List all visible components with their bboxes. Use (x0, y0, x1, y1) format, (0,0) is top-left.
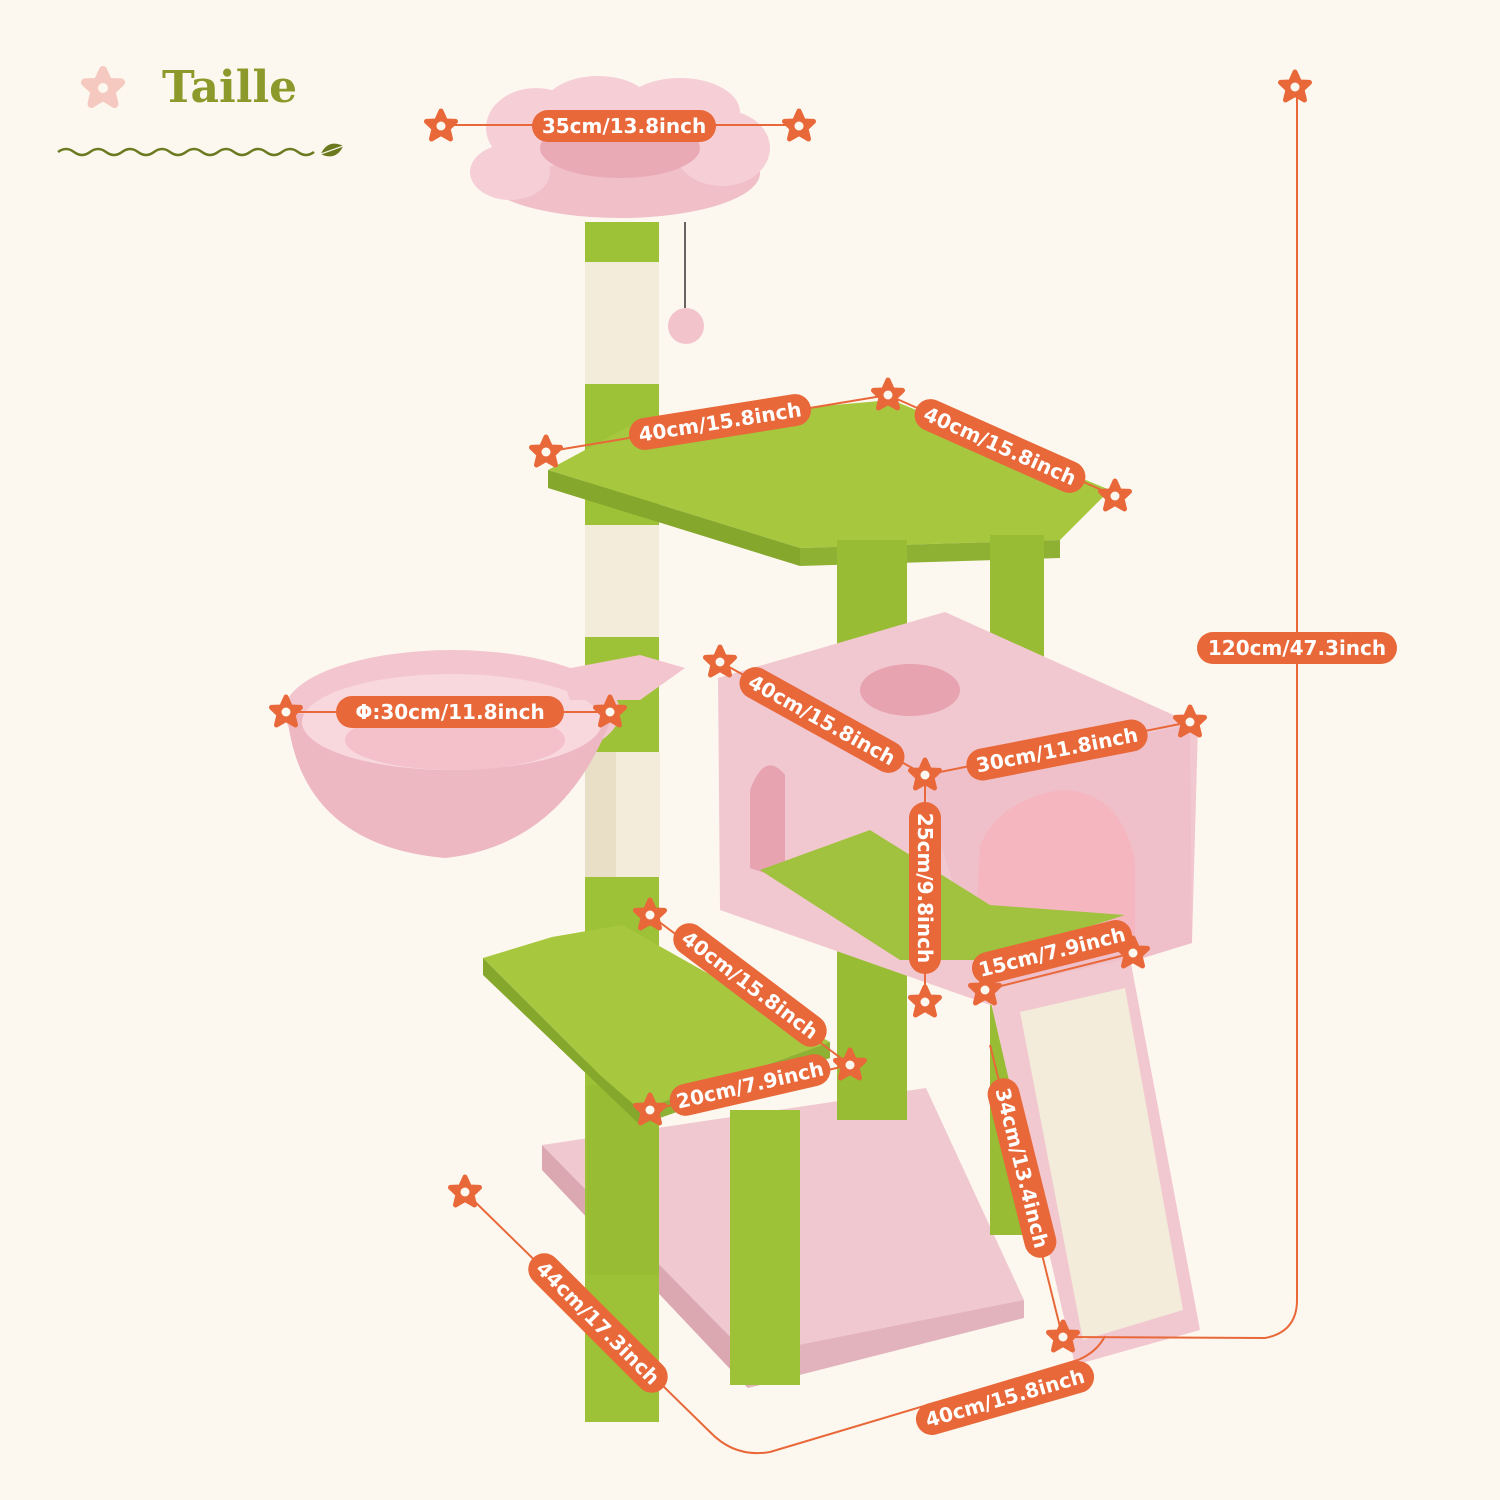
label-total-height: 120cm/47.3inch (1197, 632, 1397, 664)
orange-flower-icon (1101, 481, 1130, 509)
orange-flower-icon (532, 437, 561, 465)
label-text: Φ:30cm/11.8inch (355, 700, 544, 724)
page-title: Taille (162, 62, 298, 113)
label-text: 120cm/47.3inch (1208, 636, 1386, 660)
label-condo-height: 25cm/9.8inch (909, 802, 941, 974)
hammock (284, 650, 685, 858)
cat-tree (284, 76, 1200, 1422)
orange-flower-icon (451, 1177, 480, 1205)
cat-condo (718, 612, 1198, 1005)
orange-flower-icon (874, 380, 903, 408)
orange-flower-icon (706, 647, 735, 675)
label-top-bed-width: 35cm/13.8inch (532, 110, 716, 142)
flower-bed (470, 76, 770, 218)
label-text: 35cm/13.8inch (542, 114, 706, 138)
hanging-ball (668, 308, 704, 344)
label-text: 25cm/9.8inch (913, 813, 937, 963)
leaf-icon (320, 143, 344, 157)
pink-flower-icon (81, 66, 125, 108)
orange-flower-icon (1176, 707, 1205, 735)
scratch-ramp (988, 958, 1200, 1365)
label-base-width: 40cm/15.8inch (915, 1361, 1095, 1435)
orange-flower-icon (911, 987, 940, 1015)
orange-flower-icon (1281, 72, 1310, 100)
orange-flower-icon (785, 111, 814, 139)
orange-flower-icon (427, 111, 456, 139)
title-underline (57, 147, 315, 157)
label-hammock-diameter: Φ:30cm/11.8inch (336, 696, 564, 728)
